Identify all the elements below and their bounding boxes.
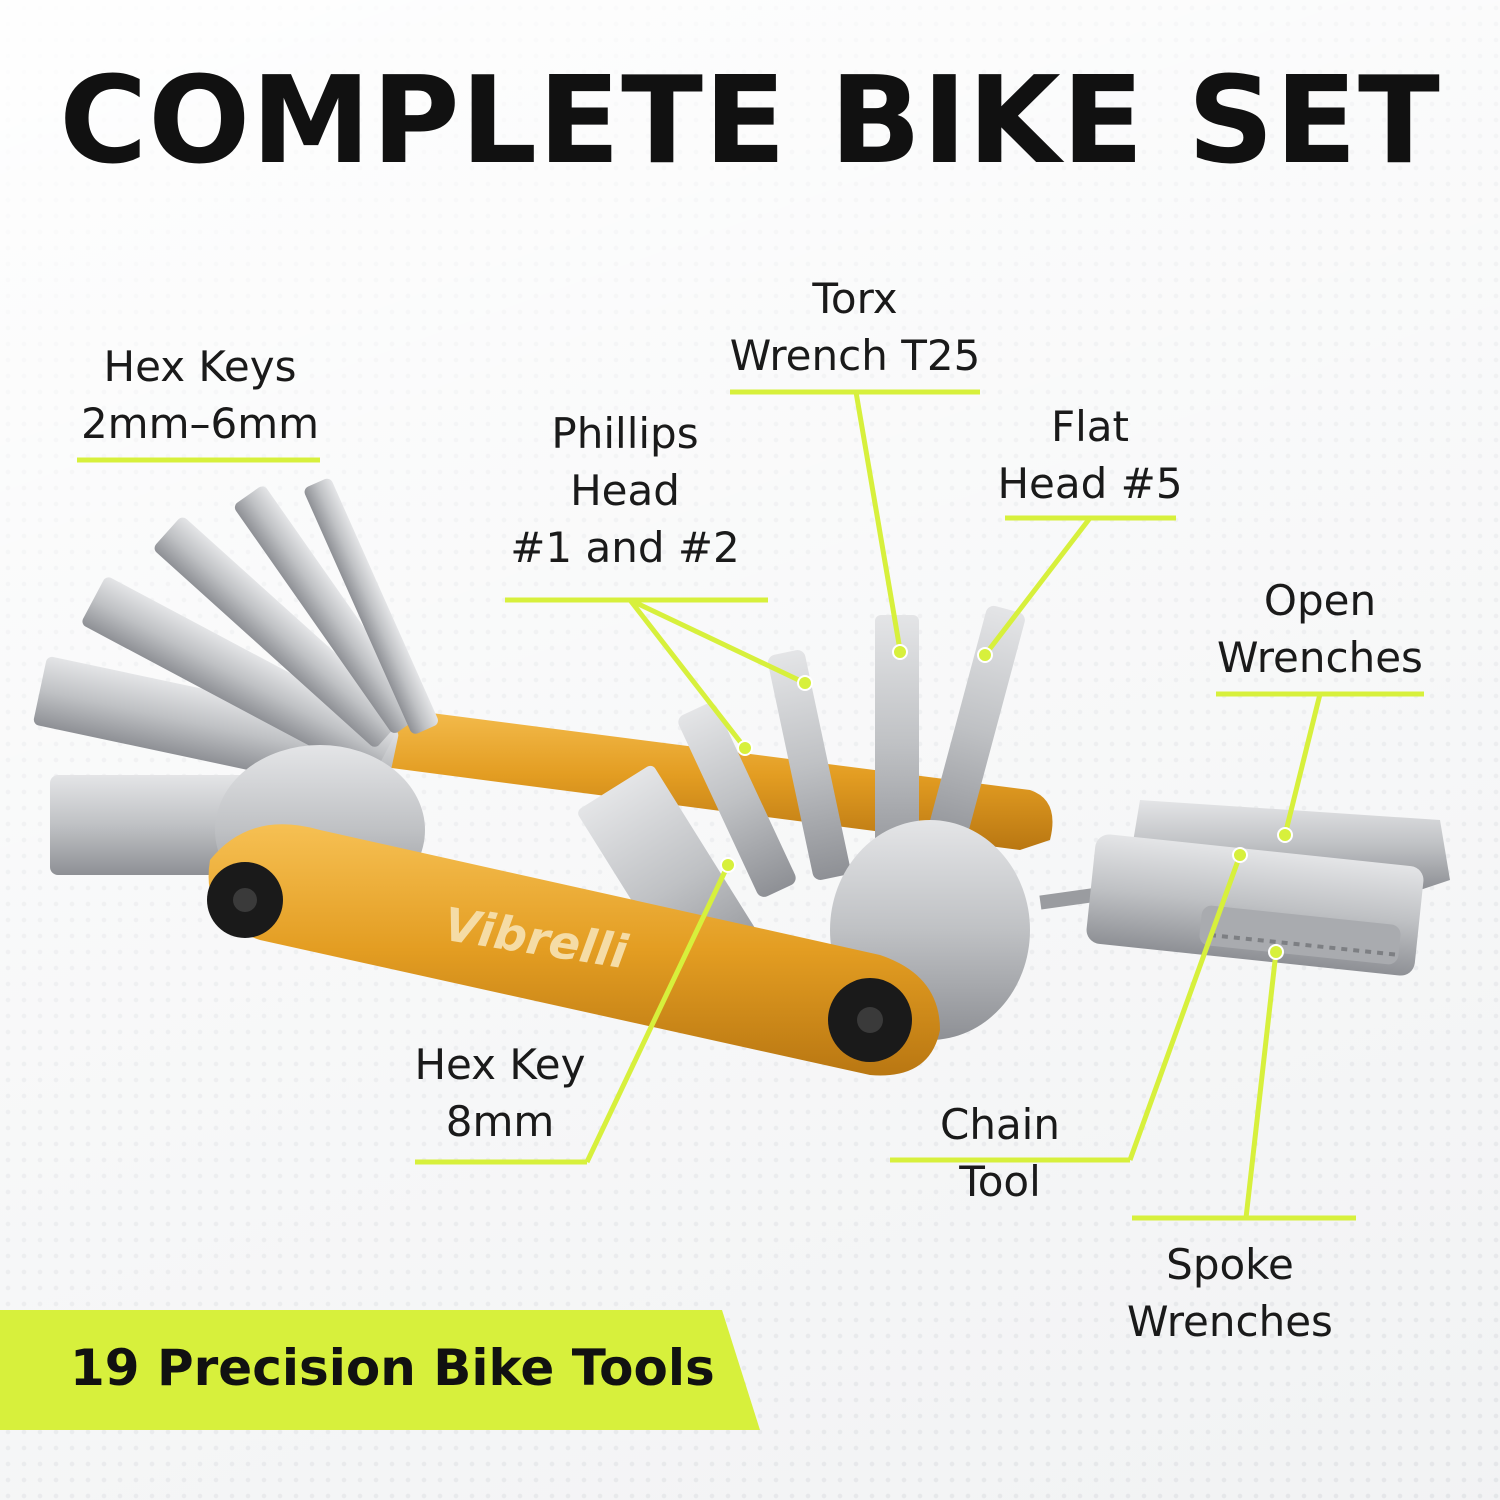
label-hex-key-8mm: Hex Key 8mm — [414, 1040, 586, 1146]
label-torx: Torx Wrench T25 — [729, 274, 981, 380]
leader-dots — [720, 644, 1293, 960]
chain-tool-assembly — [1039, 800, 1450, 976]
hex-key-3mm — [234, 486, 422, 733]
headline: COMPLETE BIKE SET — [59, 52, 1441, 191]
lower-gold-arm — [208, 824, 941, 1076]
hex-key-4mm — [154, 517, 403, 747]
label-open-wrenches: Open Wrenches — [1217, 576, 1423, 682]
label-chain-tool: Chain Tool — [940, 1100, 1060, 1206]
flat-head-bit — [925, 605, 1025, 855]
torx-bit — [875, 615, 919, 875]
label-spoke-wrenches: Spoke Wrenches — [1127, 1240, 1333, 1346]
upper-gold-arm — [330, 700, 1053, 850]
spoke-wrench-slot — [1199, 905, 1401, 965]
hex-key-2mm — [304, 478, 438, 734]
tool-count-text: 19 Precision Bike Tools — [70, 1339, 715, 1397]
phillips-bit-2 — [767, 650, 851, 880]
phillips-bit-1 — [678, 703, 796, 897]
label-flat-head: Flat Head #5 — [997, 402, 1183, 508]
label-hex-keys: Hex Keys 2mm–6mm — [80, 342, 320, 448]
hex-key-socket — [50, 775, 250, 875]
tool-count-banner — [0, 1310, 760, 1430]
label-phillips: Phillips Head #1 and #2 — [510, 409, 740, 572]
leader-lines — [77, 389, 1424, 1221]
hex-key-5mm — [82, 577, 396, 777]
